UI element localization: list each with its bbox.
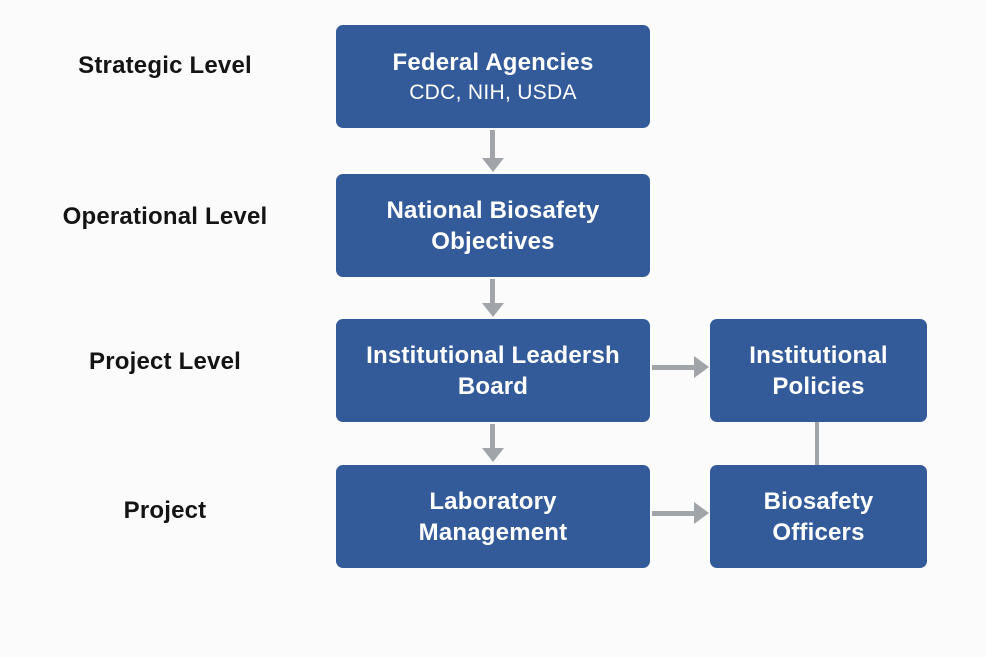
node-institutional-leadership-board: Institutional Leadersh Board [336, 319, 650, 422]
level-label-operational: Operational Level [62, 203, 268, 230]
node-title-line: Laboratory [429, 487, 557, 515]
node-federal-agencies: Federal Agencies CDC, NIH, USDA [336, 25, 650, 128]
node-title: Biosafety Officers [764, 486, 874, 548]
node-biosafety-officers: Biosafety Officers [710, 465, 927, 568]
node-title-line: Institutional [749, 341, 888, 369]
node-title-line: Officers [772, 518, 865, 546]
node-subtitle: CDC, NIH, USDA [409, 80, 577, 104]
connector-line [815, 422, 819, 465]
node-title: Institutional Leadersh Board [366, 340, 620, 402]
node-title: Federal Agencies [392, 47, 593, 78]
node-title: National Biosafety Objectives [387, 195, 600, 257]
level-label-project-level: Project Level [88, 348, 241, 375]
node-title-line: Board [457, 372, 529, 400]
node-title-line: National Biosafety [386, 196, 600, 224]
node-title: Institutional Policies [749, 340, 888, 402]
node-title-line: Institutional Leadersh [366, 341, 620, 369]
node-title-line: Biosafety [763, 487, 874, 515]
node-title: Laboratory Management [419, 486, 568, 548]
node-title-line: Policies [772, 372, 865, 400]
node-title-line: Management [418, 518, 568, 546]
node-institutional-policies: Institutional Policies [710, 319, 927, 422]
level-label-strategic: Strategic Level [78, 52, 252, 79]
node-title-line: Federal Agencies [392, 48, 594, 76]
node-national-biosafety-objectives: National Biosafety Objectives [336, 174, 650, 277]
node-laboratory-management: Laboratory Management [336, 465, 650, 568]
level-label-project: Project [123, 497, 207, 524]
node-title-line: Objectives [431, 227, 555, 255]
